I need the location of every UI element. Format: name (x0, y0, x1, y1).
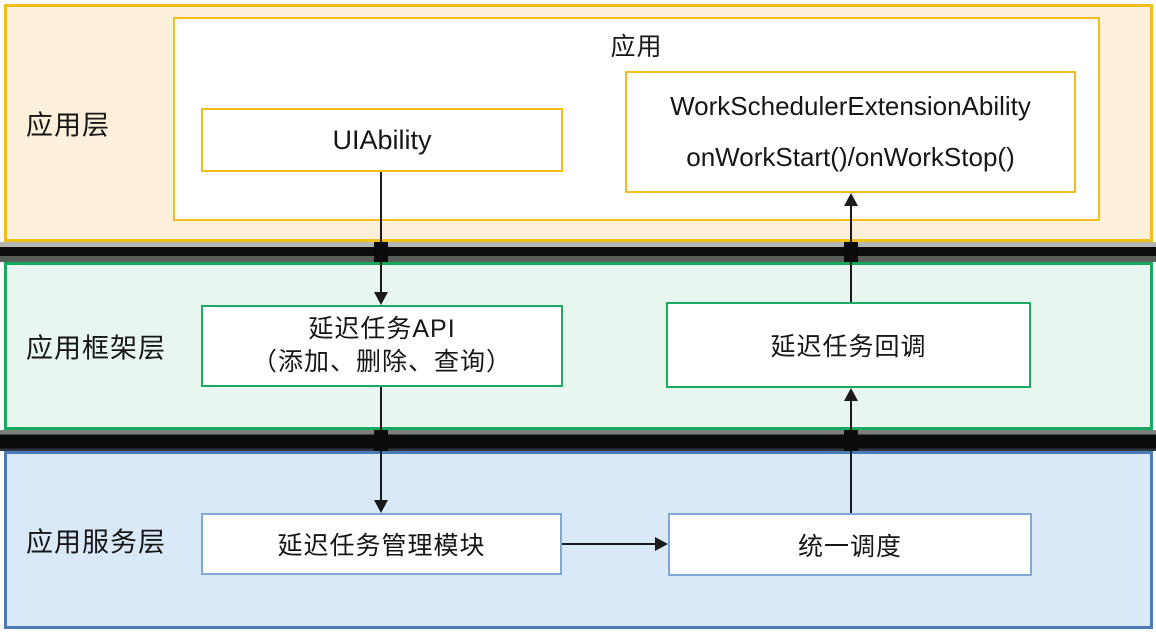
arrow-crossing-nub (374, 430, 388, 451)
layer-framework-label: 应用框架层 (26, 333, 166, 364)
arrow-crossing-nub (844, 430, 858, 451)
arrow-scheduling-to-callback-line (850, 400, 852, 513)
layer-application-label: 应用层 (26, 110, 110, 141)
work-scheduler-extension-ability-box: WorkSchedulerExtensionAbility onWorkStar… (625, 71, 1076, 193)
work-scheduler-title: WorkSchedulerExtensionAbility (670, 91, 1031, 121)
uiability-box: UIAbility (201, 108, 563, 172)
arrow-uiability-to-api-line (380, 172, 382, 294)
layer-separator-bottom (0, 430, 1156, 451)
layer-service-label: 应用服务层 (26, 527, 166, 558)
deferred-task-api-box: 延迟任务API （添加、删除、查询） (201, 305, 563, 387)
layer-service: 应用服务层 (4, 451, 1153, 629)
uiability-label: UIAbility (332, 124, 432, 155)
deferred-task-api-title: 延迟任务API (308, 315, 456, 343)
unified-scheduling-box: 统一调度 (668, 513, 1032, 576)
deferred-task-callback-label: 延迟任务回调 (770, 333, 927, 361)
deferred-task-manager-box: 延迟任务管理模块 (201, 513, 562, 575)
arrow-scheduling-to-callback-head (844, 388, 858, 401)
arrow-api-to-manager-head (374, 500, 388, 513)
deferred-task-api-subtitle: （添加、删除、查询） (251, 348, 512, 376)
arrow-uiability-to-api-head (374, 292, 388, 305)
arrow-manager-to-scheduling-head (655, 537, 668, 551)
arrow-manager-to-scheduling-line (562, 543, 656, 545)
arrow-callback-to-workscheduler-head (844, 193, 858, 206)
app-container-label: 应用 (610, 33, 663, 61)
unified-scheduling-label: 统一调度 (797, 532, 902, 561)
arrow-crossing-nub (374, 242, 388, 262)
work-scheduler-callbacks: onWorkStart()/onWorkStop() (686, 142, 1015, 172)
deferred-task-manager-label: 延迟任务管理模块 (277, 532, 486, 560)
deferred-task-callback-box: 延迟任务回调 (666, 302, 1031, 388)
layer-separator-top (0, 242, 1156, 262)
arrow-crossing-nub (844, 242, 858, 262)
